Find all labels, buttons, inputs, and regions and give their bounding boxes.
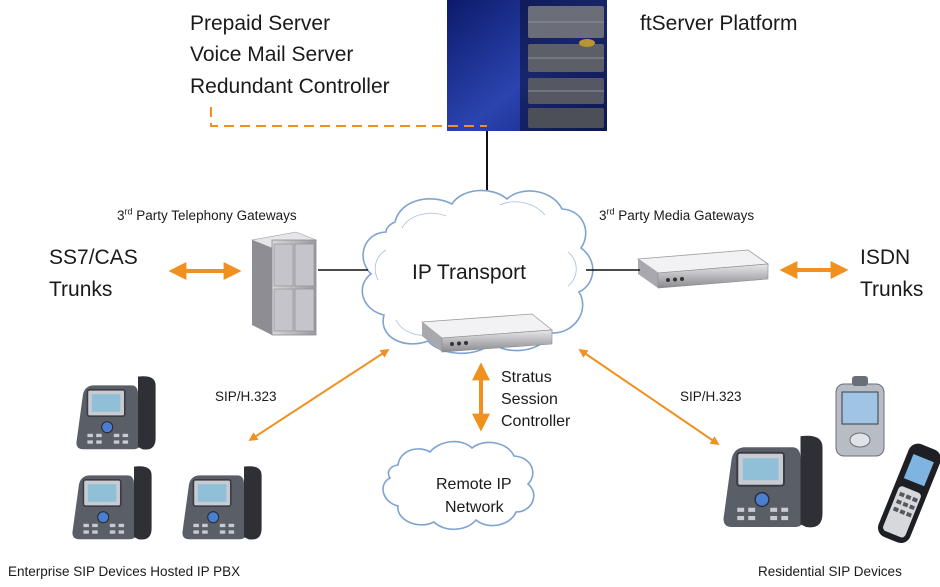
network-label: Network: [445, 499, 504, 516]
ss7-trunks-label: Trunks: [49, 278, 113, 301]
voice-mail-server-label: Voice Mail Server: [190, 43, 354, 66]
ss7-cas-label: SS7/CAS: [49, 246, 138, 269]
residential-phone-icon: [722, 434, 824, 529]
media-gateways-label: 3rd Party Media Gateways: [599, 206, 755, 223]
ftserver-image: [447, 0, 607, 131]
enterprise-phone-icon: [181, 465, 263, 541]
session-controller-device: [420, 313, 554, 353]
residential-sip-arrow: [578, 348, 720, 446]
enterprise-sip-arrow: [248, 349, 390, 441]
redundant-controller-label: Redundant Controller: [190, 75, 390, 98]
enterprise-phone-icon: [75, 375, 157, 451]
remote-ip-cloud: [382, 440, 535, 531]
isdn-trunks-label: Trunks: [860, 278, 924, 301]
cell-phone-icon: [877, 443, 940, 544]
isdn-label: ISDN: [860, 246, 911, 269]
enterprise-sip-label: Enterprise SIP Devices Hosted IP PBX: [8, 564, 241, 579]
telephony-gateways-label: 3rd Party Telephony Gateways: [117, 206, 297, 223]
remote-ip-label: Remote IP: [436, 476, 512, 493]
residential-sip-label: Residential SIP Devices: [758, 564, 902, 579]
session-label: Session: [501, 391, 558, 408]
pda-icon: [835, 376, 885, 457]
ip-transport-label: IP Transport: [412, 261, 527, 284]
stratus-label: Stratus: [501, 369, 552, 386]
telephony-gateway-device: [250, 231, 318, 336]
controller-label: Controller: [501, 413, 571, 430]
ftserver-platform-label: ftServer Platform: [640, 12, 798, 35]
enterprise-phone-icon: [71, 465, 153, 541]
media-gateway-device: [636, 249, 770, 289]
dashed-connector: [210, 107, 487, 127]
sip-h323-left-label: SIP/H.323: [215, 389, 277, 404]
prepaid-server-label: Prepaid Server: [190, 12, 331, 35]
sip-h323-right-label: SIP/H.323: [680, 389, 742, 404]
